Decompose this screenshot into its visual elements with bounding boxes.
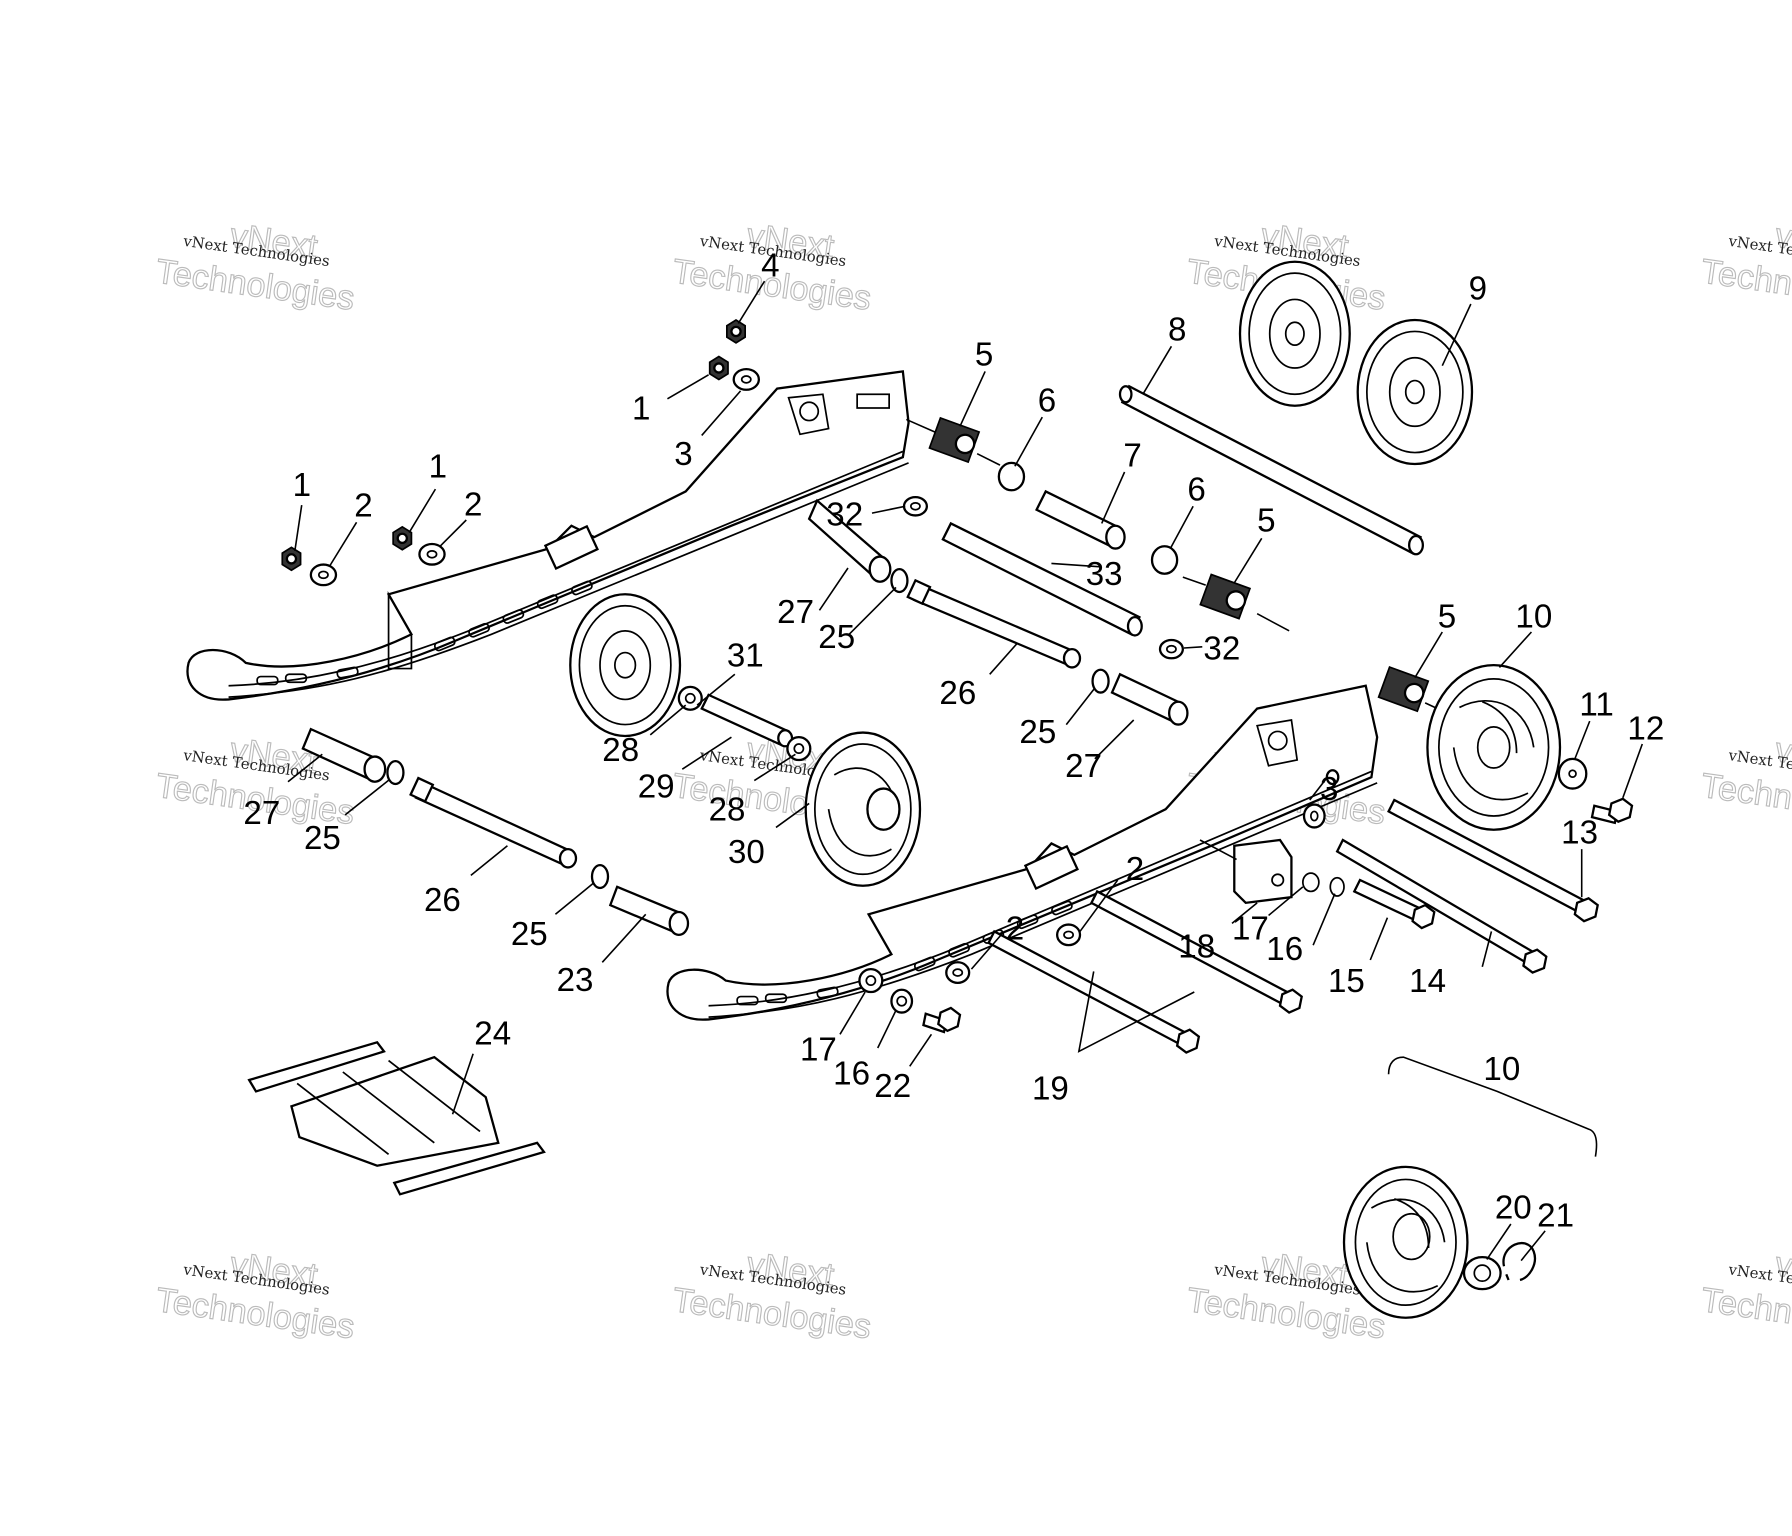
callout-15: 15 xyxy=(1328,963,1365,1000)
callout-31: 31 xyxy=(727,637,764,674)
watermark-big-text: vNext xyxy=(1773,217,1792,267)
callout-14: 14 xyxy=(1409,963,1446,1000)
callout-25: 25 xyxy=(818,619,855,656)
callout-25: 25 xyxy=(511,916,548,953)
leader-lines xyxy=(287,280,1644,1262)
track-section xyxy=(247,1040,546,1196)
callout-20: 20 xyxy=(1495,1189,1532,1226)
callout-10: 10 xyxy=(1483,1051,1520,1088)
watermark: vNext vNext Technologies Technologies xyxy=(153,216,358,318)
watermark: vNext vNext Technologies Technologies xyxy=(1698,1245,1792,1347)
callout-5: 5 xyxy=(1438,598,1456,635)
slider-block xyxy=(1233,838,1293,905)
wheel xyxy=(1238,260,1351,407)
pivot-blocks xyxy=(905,416,1443,713)
left-rail xyxy=(186,370,910,701)
callout-33: 33 xyxy=(1086,556,1123,593)
wheels xyxy=(569,260,1562,1319)
callout-27: 27 xyxy=(1065,748,1102,785)
watermark: vNext vNext Technologies Technologies xyxy=(153,730,358,832)
callout-4: 4 xyxy=(761,248,779,285)
callout-24: 24 xyxy=(474,1016,511,1053)
watermark-big-text: Technologies xyxy=(1699,1281,1792,1346)
wheel xyxy=(1342,1165,1469,1319)
callout-21: 21 xyxy=(1537,1197,1574,1234)
callout-2: 2 xyxy=(354,488,372,525)
callout-2: 2 xyxy=(1006,910,1024,947)
wheel xyxy=(804,731,922,887)
callout-5: 5 xyxy=(1257,502,1275,539)
callout-9: 9 xyxy=(1469,270,1487,307)
assembly-bracket xyxy=(1387,1056,1598,1157)
rail-slots xyxy=(736,900,1073,1006)
callout-26: 26 xyxy=(424,882,461,919)
callout-17: 17 xyxy=(1232,910,1269,947)
callout-5: 5 xyxy=(975,337,993,374)
callout-25: 25 xyxy=(304,820,341,857)
watermark: vNext vNext Technologies Technologies xyxy=(1698,216,1792,318)
callout-13: 13 xyxy=(1561,814,1598,851)
wheel xyxy=(1356,318,1474,466)
callout-17: 17 xyxy=(800,1032,837,1069)
callout-10: 10 xyxy=(1515,598,1552,635)
callout-25: 25 xyxy=(1019,714,1056,751)
callout-2: 2 xyxy=(1126,851,1144,888)
callout-29: 29 xyxy=(638,769,675,806)
callout-3: 3 xyxy=(1320,771,1338,808)
callout-12: 12 xyxy=(1627,710,1664,747)
callout-3: 3 xyxy=(674,436,692,473)
watermark: vNext vNext Technologies Technologies xyxy=(1698,730,1792,832)
callout-2: 2 xyxy=(464,486,482,523)
watermark: vNext vNext Technologies Technologies xyxy=(153,1245,358,1347)
callout-8: 8 xyxy=(1168,312,1186,349)
callout-11: 11 xyxy=(1579,686,1613,723)
callout-1: 1 xyxy=(632,390,650,427)
callout-28: 28 xyxy=(709,792,746,829)
watermark-big-text: vNext xyxy=(1773,731,1792,781)
callout-labels: 1 2 1 2 1 3 4 5 6 7 6 5 8 9 32 27 25 33 … xyxy=(243,248,1664,1235)
callout-27: 27 xyxy=(243,795,280,832)
watermark: vNext vNext Technologies Technologies xyxy=(670,1245,875,1347)
callout-16: 16 xyxy=(833,1056,870,1093)
callout-7: 7 xyxy=(1123,437,1141,474)
right-rail xyxy=(666,684,1379,1021)
wheel xyxy=(569,593,682,738)
watermark-big-text: Technologies xyxy=(1699,767,1792,832)
callout-1: 1 xyxy=(429,449,447,486)
rail-slots xyxy=(256,580,593,686)
callout-16: 16 xyxy=(1266,931,1303,968)
callout-23: 23 xyxy=(557,962,594,999)
hardware-upper-left xyxy=(281,318,760,587)
watermark-big-text: vNext xyxy=(1773,1245,1792,1295)
callout-22: 22 xyxy=(874,1068,911,1105)
wheel xyxy=(1426,663,1562,831)
callout-32: 32 xyxy=(1203,630,1240,667)
callout-6: 6 xyxy=(1038,382,1056,419)
washers xyxy=(386,496,1588,1014)
callout-19: 19 xyxy=(1032,1070,1069,1107)
callout-30: 30 xyxy=(728,834,765,871)
tubes xyxy=(301,384,1634,1054)
callout-32: 32 xyxy=(826,497,863,534)
callout-27: 27 xyxy=(777,594,814,631)
callout-28: 28 xyxy=(602,732,639,769)
watermark-big-text: Technologies xyxy=(1699,252,1792,317)
callout-1: 1 xyxy=(293,467,311,504)
callout-18: 18 xyxy=(1178,929,1215,966)
callout-6: 6 xyxy=(1187,472,1205,509)
callout-26: 26 xyxy=(939,675,976,712)
